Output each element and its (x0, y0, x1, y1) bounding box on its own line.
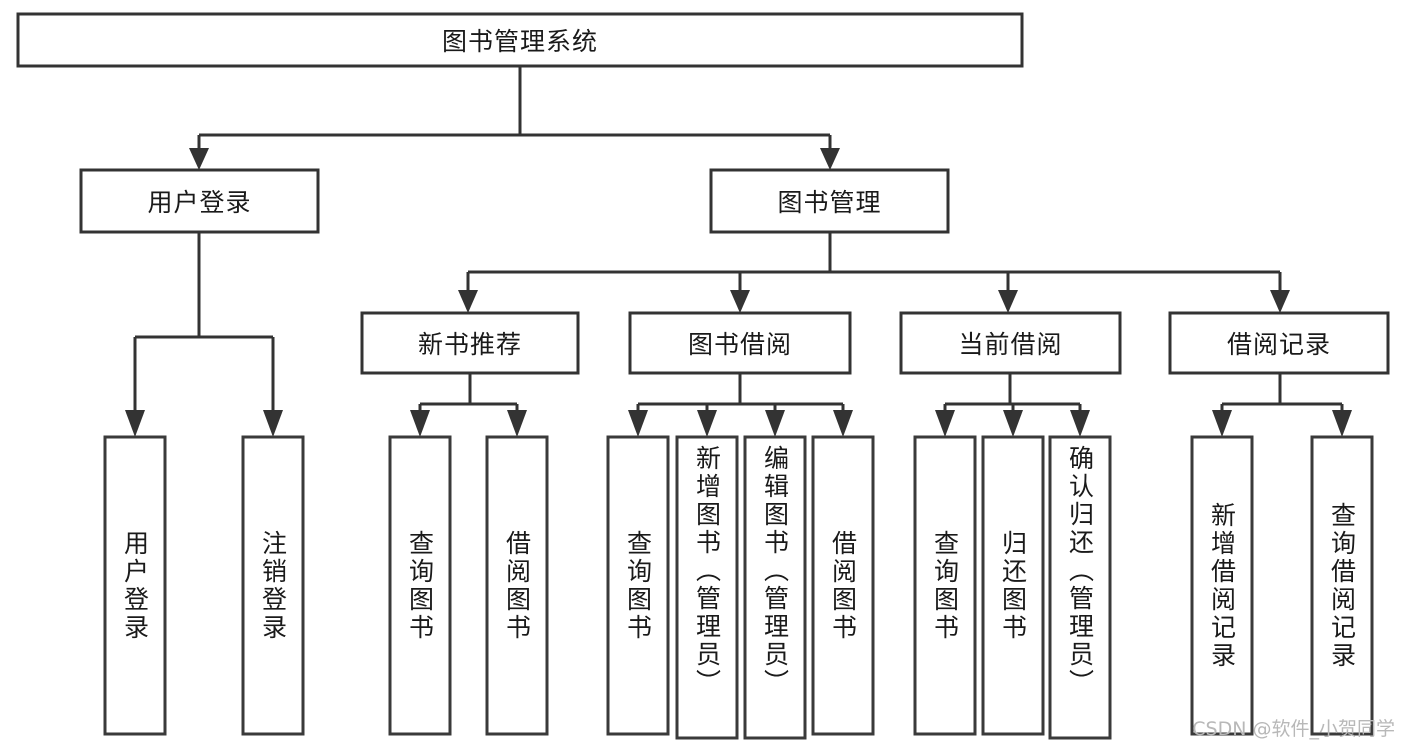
arrow-head-icon (765, 410, 785, 437)
arrow-head-icon (1270, 290, 1290, 313)
node-leaf-add-borrow-record[interactable] (1190, 435, 1254, 736)
node-user-login[interactable] (79, 168, 320, 234)
arrow-head-icon (833, 410, 853, 437)
arrow-head-icon (935, 410, 955, 437)
node-leaf-logout[interactable] (241, 435, 305, 736)
node-leaf-query-book-current[interactable] (913, 435, 977, 736)
connector-borrowrecord-to-leaves (1212, 373, 1352, 437)
node-leaf-edit-book-admin[interactable] (743, 435, 807, 740)
arrow-head-icon (697, 410, 717, 437)
connector-bookmgmt-to-level3 (458, 232, 1290, 313)
arrow-head-icon (189, 148, 209, 170)
node-current-borrow[interactable] (899, 311, 1122, 375)
node-book-borrow[interactable] (628, 311, 852, 375)
node-leaf-confirm-return-admin[interactable] (1048, 435, 1112, 740)
arrow-head-icon (628, 410, 648, 437)
node-leaf-add-book-admin[interactable] (675, 435, 739, 740)
arrow-head-icon (410, 410, 430, 437)
arrow-head-icon (507, 410, 527, 437)
node-book-management[interactable] (709, 168, 950, 234)
connector-bookborrow-to-leaves (628, 373, 853, 437)
arrow-head-icon (458, 290, 478, 313)
arrow-head-icon (1070, 410, 1090, 437)
node-leaf-return-book[interactable] (981, 435, 1045, 736)
arrow-head-icon (730, 290, 750, 313)
node-leaf-query-book-borrow[interactable] (606, 435, 670, 736)
node-borrow-record[interactable] (1168, 311, 1390, 375)
arrow-head-icon (1003, 410, 1023, 437)
arrow-head-icon (1212, 410, 1232, 437)
node-leaf-query-borrow-record[interactable] (1310, 435, 1374, 736)
node-root[interactable] (16, 12, 1024, 68)
connector-currentborrow-to-leaves (935, 373, 1090, 437)
node-leaf-borrow-book-rec[interactable] (485, 435, 549, 736)
node-leaf-query-book-rec[interactable] (388, 435, 452, 736)
arrow-head-icon (998, 290, 1018, 313)
arrow-head-icon (263, 410, 283, 437)
arrow-head-icon (1332, 410, 1352, 437)
node-new-book-recommend[interactable] (360, 311, 580, 375)
node-leaf-borrow-book[interactable] (811, 435, 875, 736)
arrow-head-icon (125, 410, 145, 437)
connector-newbook-to-leaves (410, 373, 527, 437)
node-leaf-user-login[interactable] (103, 435, 167, 736)
connector-userlogin-to-leaves (125, 232, 283, 437)
arrow-head-icon (820, 148, 840, 170)
connector-root-to-level2 (189, 66, 840, 170)
